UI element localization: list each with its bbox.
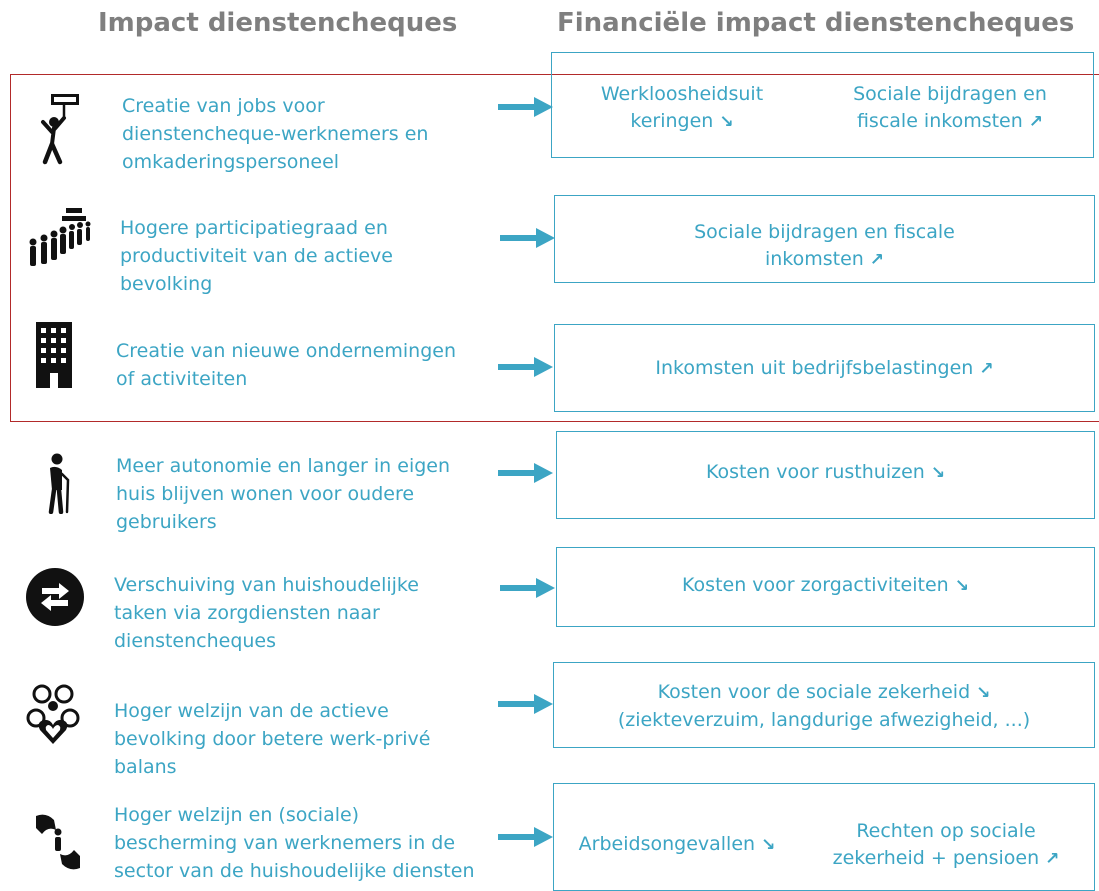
trend-up-icon: ↗ <box>1028 112 1044 132</box>
left-column-header: Impact dienstencheques <box>98 8 458 38</box>
impact-work-accidents: Arbeidsongevallen↘ <box>578 833 776 855</box>
impact-box-2: Sociale bijdragen en fiscale inkomsten↗ <box>554 195 1095 283</box>
impact-box-7: Arbeidsongevallen↘ Rechten op sociale ze… <box>553 783 1095 891</box>
row-7-text: Hoger welzijn en (sociale) bescherming v… <box>114 804 475 882</box>
impact-box-6: Kosten voor de sociale zekerheid↘ (ziekt… <box>553 662 1095 748</box>
impact-box-3: Inkomsten uit bedrijfsbelastingen↗ <box>554 324 1095 412</box>
impact-social-security-rights: Rechten op sociale zekerheid + pensioen↗ <box>832 820 1060 869</box>
row-5-text: Verschuiving van huishoudelijke taken vi… <box>114 574 419 652</box>
arrow-right-icon <box>498 357 553 377</box>
queue-people-icon <box>29 208 91 266</box>
trend-down-icon: ↘ <box>719 112 734 132</box>
office-building-icon <box>36 322 72 388</box>
trend-down-icon: ↘ <box>976 683 991 703</box>
protester-sign-icon <box>41 94 79 165</box>
arrow-right-icon <box>498 827 553 847</box>
wellbeing-people-heart-icon <box>26 684 80 744</box>
trend-up-icon: ↗ <box>869 250 885 270</box>
impact-unemployment-benefits: Werkloosheidsuit keringen↘ <box>600 83 764 132</box>
arrow-right-icon <box>498 463 553 483</box>
row-4-text: Meer autonomie en langer in eigen huis b… <box>116 455 451 533</box>
impact-nursing-home-costs: Kosten voor rusthuizen↘ <box>705 461 946 483</box>
impact-corporate-tax: Inkomsten uit bedrijfsbelastingen↗ <box>655 357 994 379</box>
highlight-frame <box>10 74 1099 422</box>
row-1-text: Creatie van jobs voor dienstencheque-wer… <box>122 95 429 173</box>
trend-up-icon: ↗ <box>1045 849 1060 869</box>
arrow-right-icon <box>498 694 553 714</box>
trend-down-icon: ↘ <box>954 576 969 596</box>
row-2-text: Hogere participatiegraad en productivite… <box>120 217 393 295</box>
trend-up-icon: ↗ <box>979 359 994 379</box>
impact-social-fiscal: Sociale bijdragen en fiscale inkomsten↗ <box>853 83 1047 132</box>
impact-social-fiscal: Sociale bijdragen en fiscale inkomsten↗ <box>694 221 955 270</box>
trend-down-icon: ↘ <box>930 463 946 483</box>
arrow-right-icon <box>500 578 555 598</box>
impact-box-4: Kosten voor rusthuizen↘ <box>556 431 1095 519</box>
row-6-text: Hoger welzijn van de actieve bevolking d… <box>114 700 431 778</box>
row-3-text: Creatie van nieuwe ondernemingen of acti… <box>116 340 456 390</box>
elderly-person-cane-icon <box>48 453 70 514</box>
protecting-hands-person-icon <box>36 814 80 870</box>
impact-care-costs: Kosten voor zorgactiviteiten↘ <box>682 574 969 596</box>
impact-box-5: Kosten voor zorgactiviteiten↘ <box>556 547 1095 627</box>
right-column-header: Financiële impact dienstencheques <box>557 8 1075 38</box>
impact-box-1: Werkloosheidsuit keringen↘ Sociale bijdr… <box>551 52 1094 158</box>
swap-arrows-icon <box>26 568 84 626</box>
trend-down-icon: ↘ <box>761 835 776 855</box>
arrow-right-icon <box>500 228 555 248</box>
impact-social-security-costs: Kosten voor de sociale zekerheid↘ (ziekt… <box>617 681 1031 731</box>
arrow-right-icon <box>498 97 553 117</box>
